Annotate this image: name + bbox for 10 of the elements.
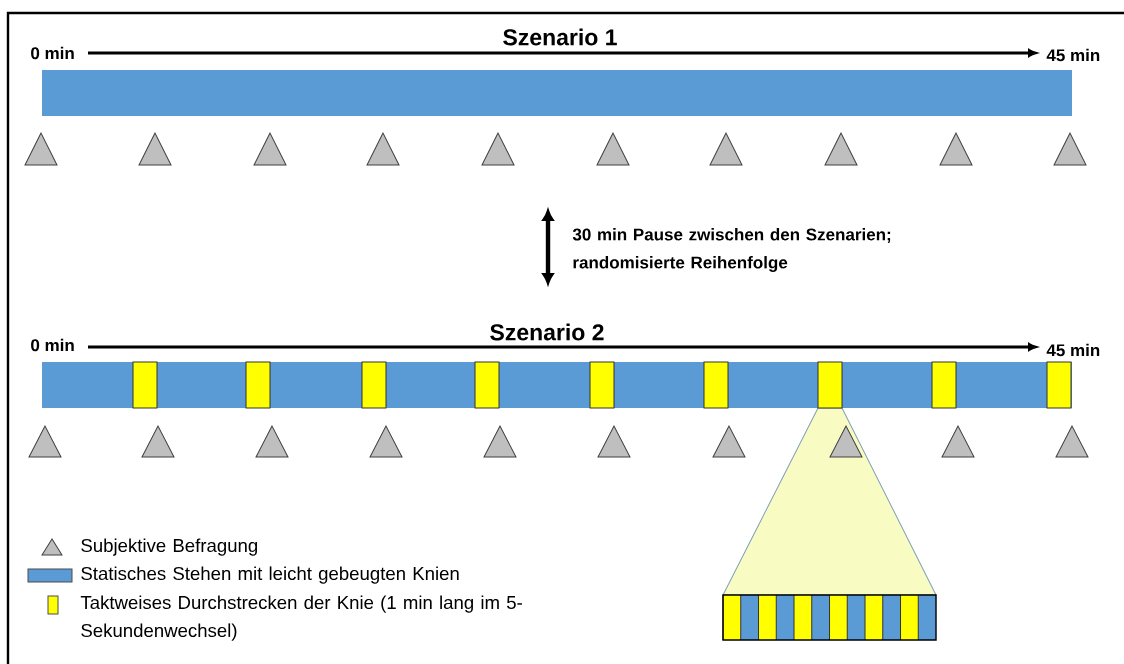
legend-text: Statisches Stehen mit leicht gebeugten Knien [81,566,459,584]
legend-text: Taktweises Durchstrecken der Knie (1 min lang im 5-Sekundenwechsel) [80,595,522,641]
time-label: 0 min [31,46,74,60]
time-label: 0 min [31,338,74,352]
scenario-title: Szenario 1 [503,28,617,46]
note-text: 30 min Pause zwischen den Szenarien; randomisierte Reihenfolge [572,228,891,272]
scenario-title: Szenario 2 [490,323,604,341]
time-label: 45 min [1046,48,1100,62]
legend-text: Subjektive Befragung [81,538,258,556]
time-label: 45 min [1046,343,1100,357]
